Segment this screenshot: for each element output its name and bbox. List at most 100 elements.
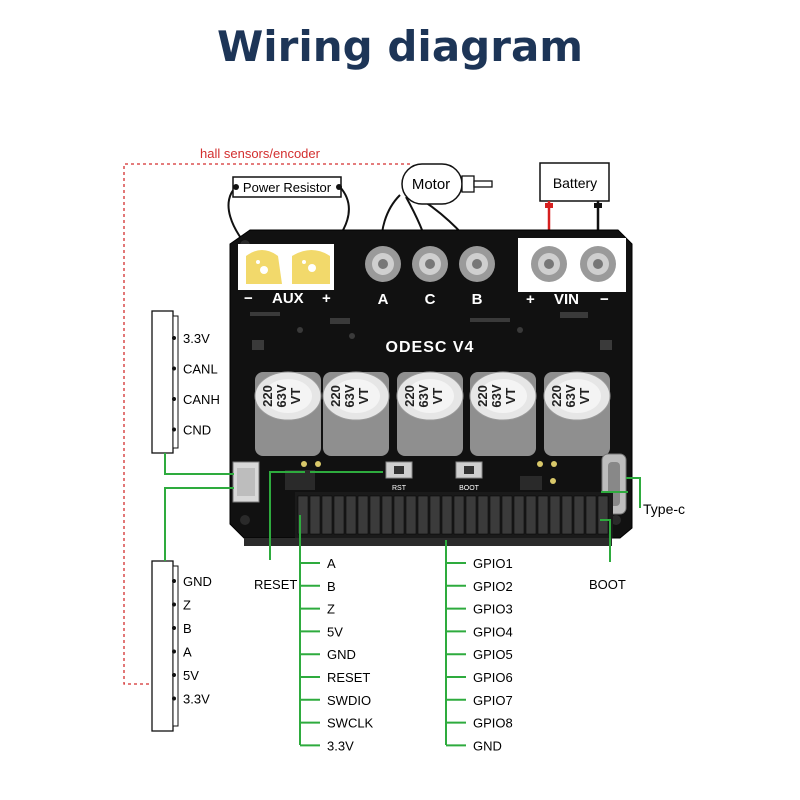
connector-pin-label: 3.3V xyxy=(183,692,210,707)
hall-sensor-link: hall sensors/encoder xyxy=(123,146,410,685)
power-resistor-label: Power Resistor xyxy=(243,180,332,195)
connector-pin xyxy=(172,602,176,607)
pin-label: GPIO1 xyxy=(473,556,513,571)
capacitor-label: 220 xyxy=(260,385,275,407)
connector-pin-label: 3.3V xyxy=(183,331,210,346)
header-pin xyxy=(369,495,381,535)
connector-pin xyxy=(172,336,176,340)
gpio-pin-list: GPIO1GPIO2GPIO3GPIO4GPIO5GPIO6GPIO7GPIO8… xyxy=(446,556,513,753)
motor-c-silk: C xyxy=(425,291,436,308)
connector-pin xyxy=(172,696,176,701)
header-pin xyxy=(489,495,501,535)
page-title: Wiring diagram xyxy=(216,22,584,71)
capacitor-label: 63V xyxy=(489,384,504,407)
header-pin xyxy=(525,495,537,535)
motor-a-silk: A xyxy=(378,291,389,308)
header-pin xyxy=(477,495,489,535)
motor: Motor xyxy=(380,163,493,249)
connector-pin-label: CND xyxy=(183,423,211,438)
pin-label: GND xyxy=(327,647,356,662)
pin-label: GPIO8 xyxy=(473,716,513,731)
aux-silk: AUX xyxy=(272,290,304,307)
connector-pin-label: B xyxy=(183,621,192,636)
board-name: ODESC V4 xyxy=(386,339,475,356)
pin-header xyxy=(297,495,609,535)
capacitor-label: VT xyxy=(288,388,303,405)
vin-terminals xyxy=(531,246,616,282)
pin-label: SWDIO xyxy=(327,693,371,708)
header-pin xyxy=(465,495,477,535)
connector-pin-label: GND xyxy=(183,574,212,589)
boot-silk: BOOT xyxy=(459,485,480,492)
header-pin xyxy=(585,495,597,535)
pin-label: GND xyxy=(473,738,502,753)
capacitor-label: 220 xyxy=(549,385,564,407)
capacitor-label: 63V xyxy=(416,384,431,407)
vin-minus-silk: − xyxy=(600,291,609,308)
reset-label: RESET xyxy=(254,577,297,592)
vin-plus-silk: + xyxy=(526,291,535,308)
pin-label: GPIO3 xyxy=(473,602,513,617)
hall-sensors-label: hall sensors/encoder xyxy=(200,146,321,161)
header-pin xyxy=(333,495,345,535)
capacitor-label: 63V xyxy=(274,384,289,407)
connector-pin xyxy=(172,649,176,654)
connector-pin-label: 5V xyxy=(183,668,199,683)
header-pin xyxy=(429,495,441,535)
pin-label: 3.3V xyxy=(327,738,354,753)
pin-label: GPIO7 xyxy=(473,693,513,708)
aux-minus-silk: − xyxy=(244,290,253,307)
connector-pin xyxy=(172,579,176,583)
header-pin xyxy=(537,495,549,535)
connector-pin xyxy=(172,397,176,401)
header-pin xyxy=(597,495,609,535)
header-pin xyxy=(357,495,369,535)
header-pin xyxy=(393,495,405,535)
pin-label: RESET xyxy=(327,670,370,685)
motor-b-silk: B xyxy=(472,291,483,308)
pin-label: GPIO5 xyxy=(473,647,513,662)
motor-terminals xyxy=(365,246,495,282)
pin-label: A xyxy=(327,556,336,571)
header-pin xyxy=(345,495,357,535)
power-resistor: Power Resistor xyxy=(227,176,350,263)
header-pin xyxy=(561,495,573,535)
pin-label: 5V xyxy=(327,624,343,639)
connector-pin xyxy=(172,427,176,432)
header-pin xyxy=(309,495,321,535)
boot-label: BOOT xyxy=(589,577,626,592)
capacitor-label: VT xyxy=(577,388,592,405)
connector-pin-label: Z xyxy=(183,598,191,613)
motor-label: Motor xyxy=(412,176,450,193)
header-pin xyxy=(405,495,417,535)
connector-pin xyxy=(172,673,176,677)
header-pin xyxy=(501,495,513,535)
capacitor-label: VT xyxy=(430,388,445,405)
vin-silk: VIN xyxy=(554,291,579,308)
header-pin xyxy=(453,495,465,535)
battery-label: Battery xyxy=(553,175,597,191)
header-pin xyxy=(573,495,585,535)
capacitor-label: VT xyxy=(356,388,371,405)
header-pin xyxy=(417,495,429,535)
connector-pin xyxy=(172,626,176,630)
capacitor-label: 63V xyxy=(563,384,578,407)
header-pin xyxy=(297,495,309,535)
pin-label: SWCLK xyxy=(327,716,374,731)
header-pin xyxy=(381,495,393,535)
type-c-label: Type-c xyxy=(643,501,685,517)
capacitor-label: VT xyxy=(503,388,518,405)
battery: Battery xyxy=(539,162,610,258)
green-wires xyxy=(164,453,641,745)
rst-silk: RST xyxy=(392,485,407,492)
